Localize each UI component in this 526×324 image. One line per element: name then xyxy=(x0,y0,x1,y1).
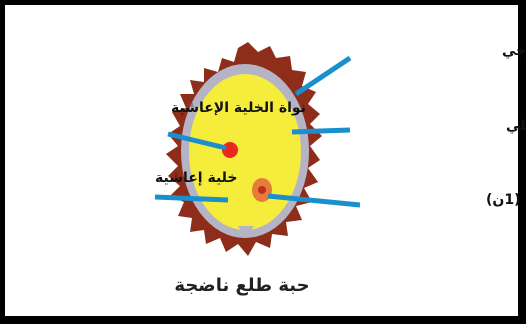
generative-nucleus xyxy=(258,186,266,194)
label-vegetative-cell: خلية إعاشية xyxy=(155,170,237,186)
pointer-inner-wall xyxy=(292,130,350,132)
label-outer-wall: غلاف متقشرن خارجي xyxy=(502,43,526,59)
label-inner-wall: غلاف سللوزي داخلي xyxy=(506,118,526,135)
pointer-vegetative-cell xyxy=(155,197,228,200)
label-generative-cell: خلية مولدة (1ن) xyxy=(486,192,526,208)
diagram-caption: حبة طلع ناضجة xyxy=(174,275,309,296)
cytoplasm xyxy=(189,74,301,230)
label-vegetative-nucleus: نواة الخلية الإعاشية xyxy=(171,100,306,116)
